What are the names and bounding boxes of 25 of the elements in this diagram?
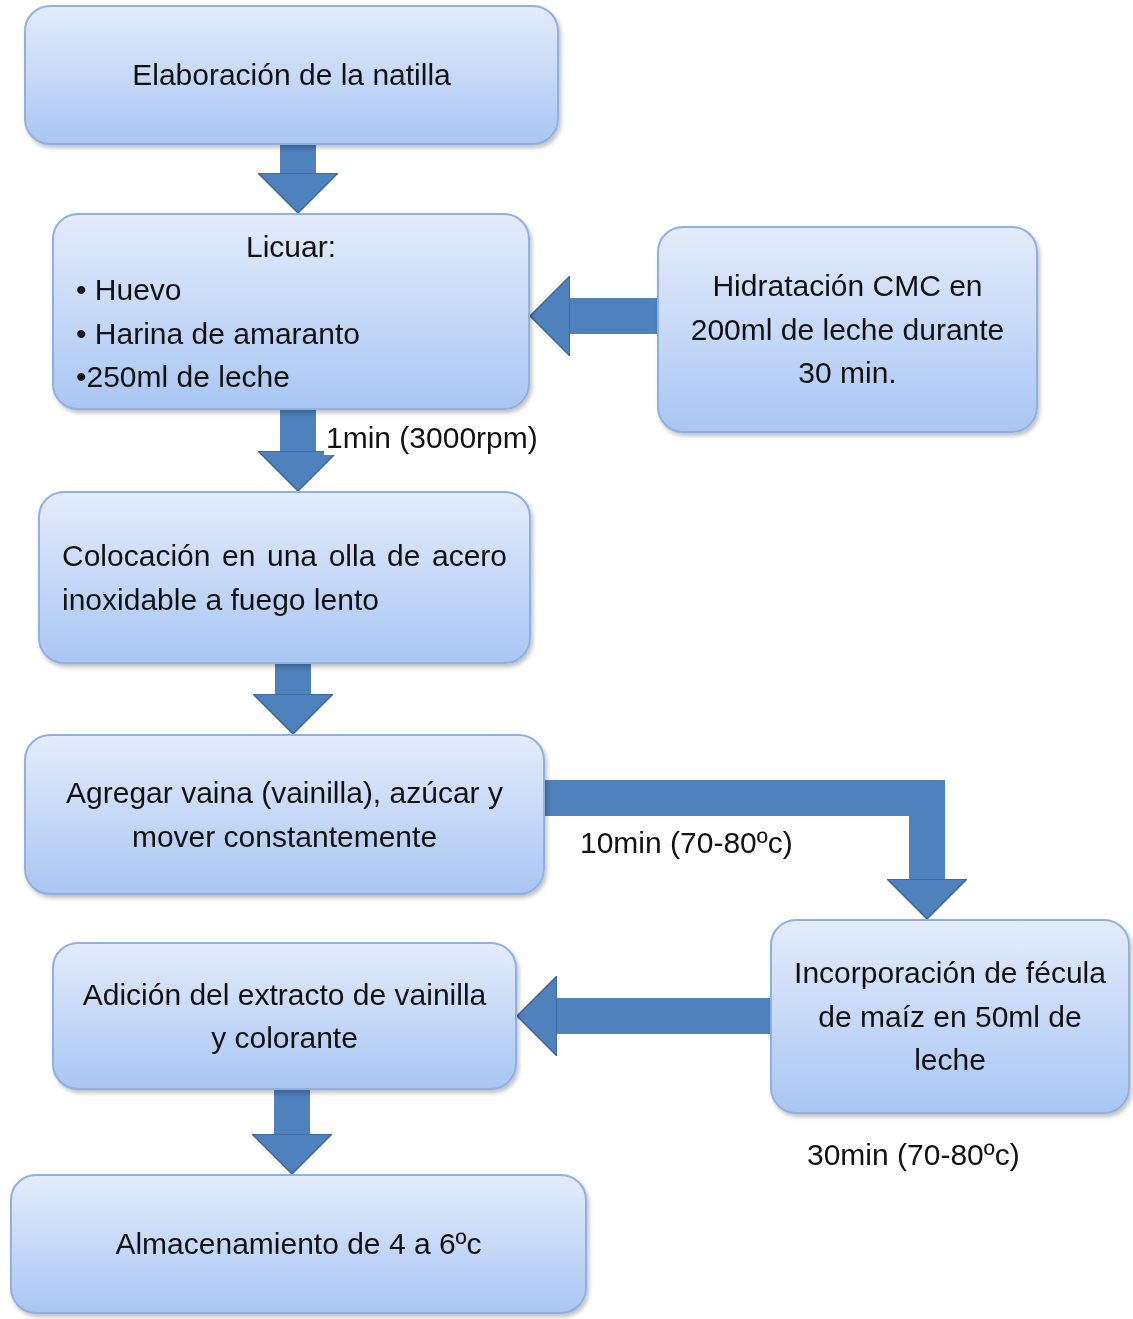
box-text: Colocación en una olla de acero inoxidable a fuego lento <box>62 538 507 618</box>
block-arrow <box>516 975 770 1057</box>
block-arrow <box>529 275 657 357</box>
box-text: Hidratación CMC en 200ml de leche durante 30 min. <box>689 268 1006 392</box>
process-box <box>24 734 545 895</box>
process-box <box>657 226 1038 433</box>
block-arrow <box>545 780 968 920</box>
process-box <box>38 491 531 664</box>
block-arrow <box>252 664 334 735</box>
process-box <box>52 213 530 410</box>
box-text: Adición del extracto de vainilla y colorante <box>81 976 488 1056</box>
box-text: Incorporación de fécula de maíz en 50ml de leche <box>794 955 1106 1079</box>
box-text: Agregar vaina (vainilla), azúcar y mover constantemente <box>65 775 504 855</box>
box-text: Almacenamiento de 4 a 6ºc <box>115 1226 482 1263</box>
box-heading: Licuar: <box>245 228 336 265</box>
process-box <box>770 919 1130 1114</box>
block-arrow <box>251 1090 333 1175</box>
box-text: Elaboración de la natilla <box>132 57 451 94</box>
process-box <box>52 942 517 1090</box>
list-item: • Huevo <box>76 272 182 308</box>
list-item: •250ml de leche <box>76 359 290 395</box>
block-arrow <box>257 145 339 214</box>
process-box <box>24 5 559 145</box>
list-item: • Harina de amaranto <box>76 315 360 352</box>
process-box <box>10 1174 587 1314</box>
